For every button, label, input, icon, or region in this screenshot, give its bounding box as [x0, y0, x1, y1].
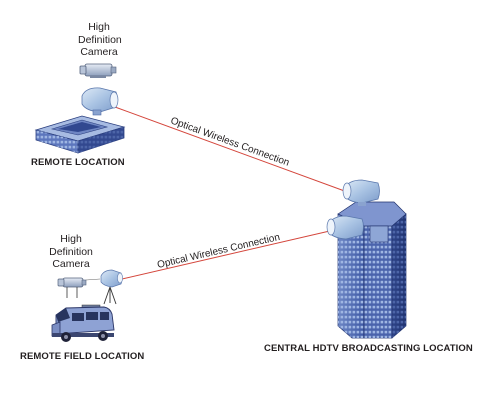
camera-label-field: High Definition Camera: [47, 233, 95, 271]
hd-camera-icon: [79, 63, 117, 78]
tripod-icon: [85, 278, 117, 305]
optical-terminal-icon: [81, 87, 119, 116]
camera-label-line: Definition: [78, 33, 122, 46]
camera-label-line: High: [88, 21, 110, 33]
skyscraper-icon: [337, 201, 407, 339]
van-icon: [51, 304, 115, 342]
optical-terminal-icon: [326, 215, 364, 240]
low-building-icon: [34, 115, 126, 154]
optical-link-upper: [114, 106, 351, 194]
camera-label-top: High Definition Camera: [78, 21, 122, 59]
optical-terminal-icon: [342, 179, 380, 206]
camera-label-line: Camera: [80, 46, 118, 58]
central-location-label: CENTRAL HDTV BROADCASTING LOCATION: [264, 343, 473, 354]
connection-label-lower: Optical Wireless Connection: [156, 232, 281, 271]
connection-label-upper: Optical Wireless Connection: [169, 115, 291, 168]
hd-camera-icon: [57, 277, 87, 298]
camera-label-line: Definition: [49, 245, 93, 258]
remote-location-label: REMOTE LOCATION: [31, 157, 125, 168]
optical-link-lower: [121, 229, 335, 280]
optical-terminal-icon: [100, 269, 123, 288]
remote-field-location-label: REMOTE FIELD LOCATION: [20, 351, 145, 362]
camera-label-line: Camera: [52, 258, 90, 270]
camera-label-line: High: [60, 233, 82, 245]
